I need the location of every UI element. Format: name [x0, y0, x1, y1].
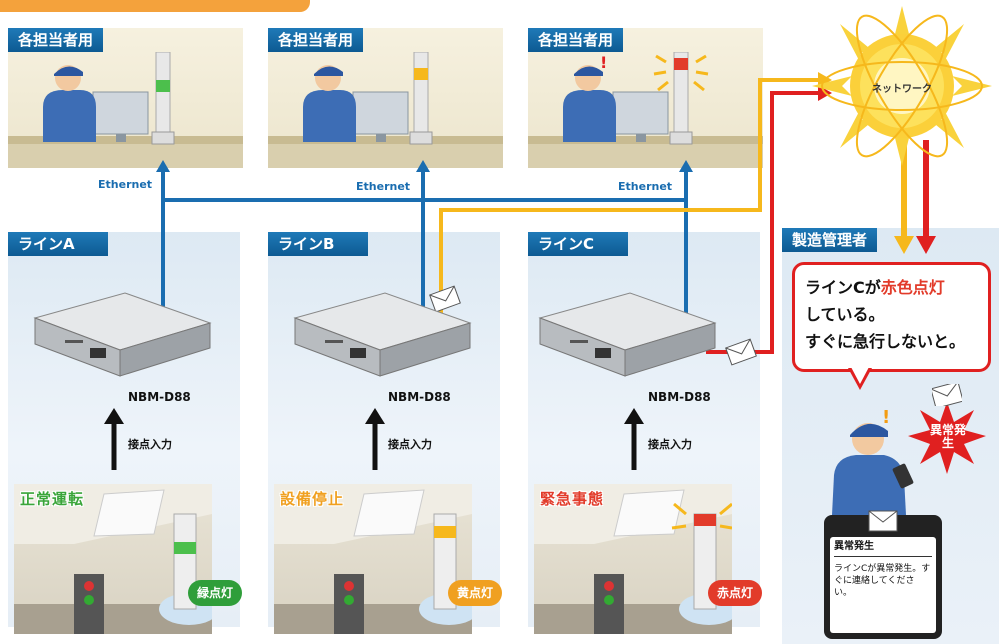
lamp-badge-c: 赤点灯 [708, 580, 762, 606]
alert-burst-text: 異常発生 [929, 423, 966, 450]
device-label-b: NBM-D88 [388, 390, 451, 404]
arrow-up-a [156, 160, 170, 172]
operator-panel-2: 各担当者用 [268, 28, 503, 168]
panel-title: 各担当者用 [268, 28, 364, 52]
status-label-a: 正常運転 [20, 490, 85, 508]
speech-bubble: ラインCが赤色点灯 している。 すぐに急行しないと。 [792, 262, 991, 372]
device-box-b [293, 292, 472, 377]
lamp-badge-a: 緑点灯 [188, 580, 242, 606]
manager-figure: ! [832, 407, 914, 515]
arrow-up-b [416, 160, 430, 172]
factory-scene-b [274, 484, 472, 634]
operator-illustration [8, 51, 243, 168]
ethernet-label: Ethernet [356, 180, 411, 193]
manager-tag: 製造管理者 [782, 228, 878, 252]
lamp-badge-b: 黄点灯 [448, 580, 502, 606]
red-down-arrow [916, 236, 936, 254]
network-label: ネットワーク [872, 84, 932, 95]
envelope-icon [725, 338, 757, 366]
arrow-up-c [679, 160, 693, 172]
operator-panel-1: 各担当者用 [8, 28, 243, 168]
device-label-a: NBM-D88 [128, 390, 191, 404]
top-ribbon [0, 0, 310, 12]
bubble-line-3: すぐに急行しないと。 [805, 332, 966, 351]
operator-illustration [268, 51, 503, 168]
ethernet-label: Ethernet [98, 178, 153, 191]
mobile-phone: 異常発生 ラインCが異常発生。すぐに連絡してください。 [824, 515, 942, 639]
factory-scene-a [14, 484, 212, 634]
alert-burst-icon [908, 402, 986, 474]
operator-illustration: ! [528, 51, 763, 168]
yellow-path [439, 78, 820, 325]
panel-title: 各担当者用 [528, 28, 624, 52]
ethernet-label: Ethernet [618, 180, 673, 193]
svg-text:!: ! [600, 53, 607, 72]
input-label-b: 接点入力 [388, 438, 432, 451]
device-label-c: NBM-D88 [648, 390, 711, 404]
input-label-c: 接点入力 [648, 438, 692, 451]
line-tag: ラインA [8, 232, 108, 256]
line-tag: ラインB [268, 232, 368, 256]
bubble-line-2: している。 [805, 305, 885, 324]
device-box-a [33, 292, 212, 377]
status-label-b: 設備停止 [280, 490, 345, 508]
phone-title: 異常発生 [834, 541, 932, 557]
svg-text:!: ! [882, 407, 890, 428]
status-label-c: 緊急事態 [540, 490, 605, 508]
envelope-icon [868, 510, 898, 532]
bubble-highlight: 赤色点灯 [880, 278, 945, 297]
operator-panel-3: 各担当者用 ! [528, 28, 763, 168]
bubble-line-1: ラインCが赤色点灯 [805, 278, 945, 297]
device-box-c [538, 292, 717, 377]
line-tag: ラインC [528, 232, 628, 256]
panel-title: 各担当者用 [8, 28, 104, 52]
phone-body: ラインCが異常発生。すぐに連絡してください。 [834, 564, 931, 598]
envelope-icon [932, 384, 962, 406]
phone-screen: 異常発生 ラインCが異常発生。すぐに連絡してください。 [830, 537, 936, 633]
envelope-icon [429, 285, 461, 313]
bubble-tail-inner [851, 367, 869, 384]
network-sun-icon [812, 6, 992, 166]
yellow-down-arrow [894, 236, 914, 254]
input-label-a: 接点入力 [128, 438, 172, 451]
